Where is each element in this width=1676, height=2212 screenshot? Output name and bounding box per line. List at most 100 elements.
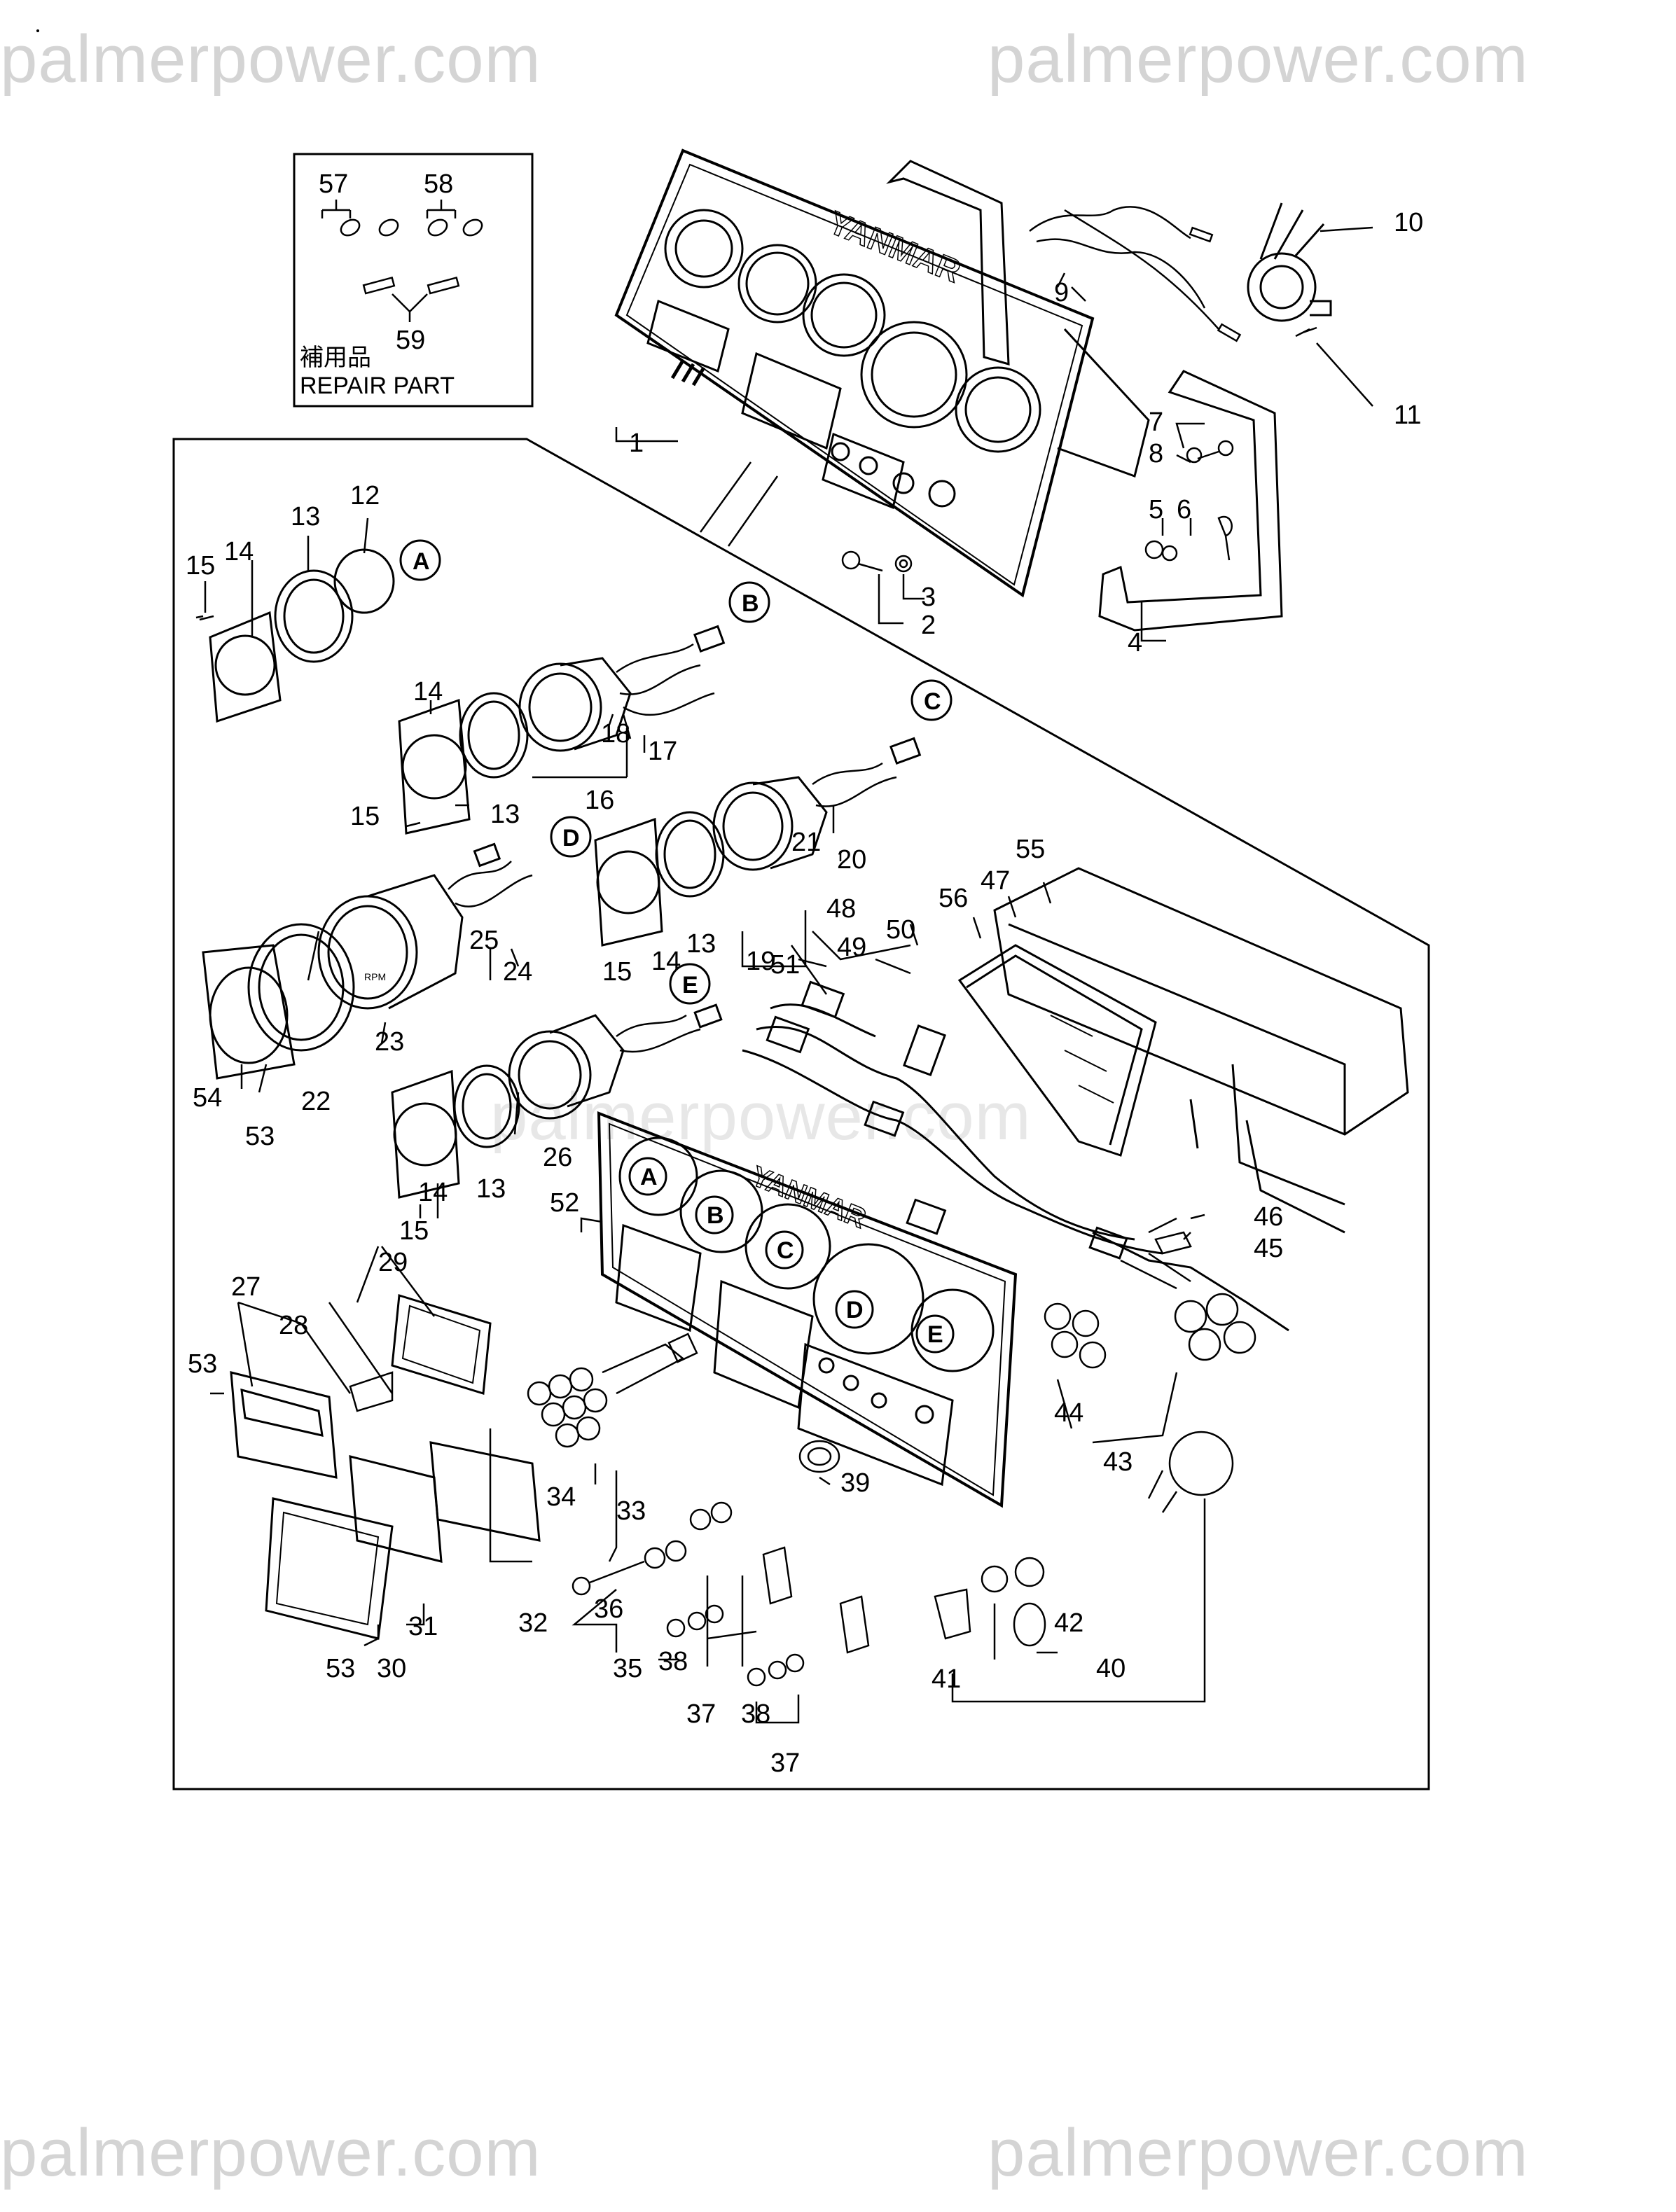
- hourmeter-assembly-E: [391, 1003, 723, 1199]
- part-label-55: 55: [1016, 835, 1045, 864]
- svg-text:B: B: [742, 590, 759, 617]
- part-label-52: 52: [550, 1188, 579, 1218]
- part-label-42: 42: [1054, 1608, 1083, 1638]
- key-switch-40: [798, 1431, 1234, 1647]
- part-label-24: 24: [503, 957, 532, 987]
- part-label-54: 54: [193, 1083, 222, 1113]
- switch-bundle-32: [527, 1333, 698, 1448]
- part-label-37b: 37: [770, 1748, 800, 1778]
- part-label-33: 33: [616, 1496, 646, 1526]
- part-label-28: 28: [279, 1311, 308, 1340]
- part-label-12: 12: [350, 481, 380, 510]
- tachometer-assembly-D: RPM: [202, 842, 533, 1080]
- part-number-labels: 1 2 3 4 5 6 7 8 9 10 11 12 13 14 15 14 1…: [186, 208, 1423, 1778]
- watermark-top-right: palmerpower.com: [988, 22, 1529, 97]
- part-label-13b: 13: [490, 800, 520, 829]
- main-panel-52: YANMAR: [597, 1111, 1018, 1508]
- part-label-25: 25: [469, 926, 499, 955]
- wiring-harness-48: [742, 980, 1289, 1332]
- part-label-14b: 14: [413, 677, 443, 707]
- part-label-48: 48: [826, 894, 856, 924]
- part-label-36: 36: [594, 1594, 623, 1624]
- part-label-6: 6: [1177, 495, 1191, 524]
- part-label-34: 34: [546, 1482, 576, 1512]
- part-label-23: 23: [375, 1027, 404, 1057]
- repair-part-box: 57 58 59 補用品 REPAIR PART: [293, 153, 534, 408]
- part-label-18: 18: [601, 719, 630, 749]
- part-label-31: 31: [408, 1612, 438, 1641]
- svg-text:C: C: [777, 1237, 794, 1264]
- part-label-15d: 15: [602, 957, 632, 987]
- part-label-38b: 38: [741, 1699, 770, 1729]
- part-label-29: 29: [378, 1248, 408, 1277]
- part-label-11: 11: [1394, 401, 1421, 430]
- corner-dot: [36, 29, 39, 32]
- part-label-14c: 14: [418, 1178, 448, 1207]
- part-label-4: 4: [1128, 628, 1142, 658]
- svg-text:C: C: [924, 688, 941, 715]
- buzzer-10: [1247, 202, 1332, 322]
- part-label-2: 2: [921, 611, 936, 640]
- bulb-icon: [340, 218, 483, 237]
- part-label-57: 57: [319, 169, 348, 199]
- callout-E-top: E: [669, 963, 711, 1005]
- part-label-41: 41: [932, 1664, 961, 1694]
- fuse-icon: [362, 276, 460, 295]
- watermark-bottom-right: palmerpower.com: [988, 2115, 1529, 2190]
- part-label-1: 1: [629, 429, 644, 458]
- part-label-5: 5: [1149, 495, 1163, 524]
- main-panel-brand-logo: YANMAR: [747, 1161, 871, 1234]
- leader-lines: [204, 226, 1373, 1724]
- part-label-50: 50: [886, 915, 915, 945]
- exploded-boundary: [172, 438, 1430, 1790]
- rear-case-47: [993, 867, 1409, 1234]
- callout-D-panel: D: [835, 1290, 874, 1329]
- part-label-16: 16: [585, 786, 614, 815]
- svg-text:A: A: [413, 548, 430, 575]
- part-label-3: 3: [921, 583, 936, 612]
- panel-brand-logo: YANMAR: [824, 204, 966, 289]
- part-label-35: 35: [613, 1654, 642, 1683]
- part-label-53: 53: [188, 1349, 217, 1379]
- part-label-38: 38: [658, 1647, 688, 1676]
- part-label-13d: 13: [476, 1174, 506, 1204]
- bracket-top: [886, 160, 1283, 632]
- part-label-7: 7: [1149, 408, 1163, 437]
- callout-A-panel: A: [628, 1157, 667, 1196]
- part-label-9: 9: [1054, 278, 1069, 307]
- callout-C-top: C: [910, 679, 953, 721]
- part-label-14d: 14: [651, 947, 681, 976]
- svg-text:E: E: [927, 1321, 943, 1348]
- callout-B-top: B: [728, 581, 770, 623]
- part-label-22: 22: [301, 1087, 331, 1116]
- callout-B-panel: B: [695, 1195, 734, 1234]
- part-label-19: 19: [746, 947, 775, 976]
- part-label-32: 32: [518, 1608, 548, 1638]
- gauge-assembly-B: [398, 625, 726, 835]
- part-label-44: 44: [1054, 1398, 1083, 1428]
- part-label-15c: 15: [399, 1216, 429, 1246]
- gauge-assembly-C: [594, 737, 922, 947]
- gauge-assembly-A: [195, 548, 395, 723]
- part-label-17: 17: [648, 737, 677, 766]
- part-label-59: 59: [396, 326, 425, 355]
- tachometer-rpm-label: RPM: [364, 971, 386, 982]
- part-label-56: 56: [939, 884, 968, 913]
- svg-text:D: D: [562, 825, 580, 851]
- watermark-bottom-left: palmerpower.com: [0, 2115, 541, 2190]
- part-label-51: 51: [770, 950, 800, 980]
- svg-text:D: D: [846, 1297, 864, 1323]
- svg-text:E: E: [682, 972, 698, 999]
- part-label-43: 43: [1103, 1447, 1133, 1477]
- repair-part-en-label: REPAIR PART: [300, 373, 455, 399]
- callout-A-top: A: [399, 539, 441, 581]
- part-label-15b: 15: [350, 802, 380, 831]
- part-label-27: 27: [231, 1272, 261, 1302]
- fasteners: [841, 326, 1317, 573]
- part-label-49: 49: [837, 933, 866, 962]
- part-label-26: 26: [543, 1143, 572, 1172]
- part-label-53c: 53: [245, 1122, 275, 1151]
- callout-E-panel: E: [915, 1314, 955, 1354]
- wiring-harness-9: [1029, 206, 1242, 342]
- part-label-40: 40: [1096, 1654, 1126, 1683]
